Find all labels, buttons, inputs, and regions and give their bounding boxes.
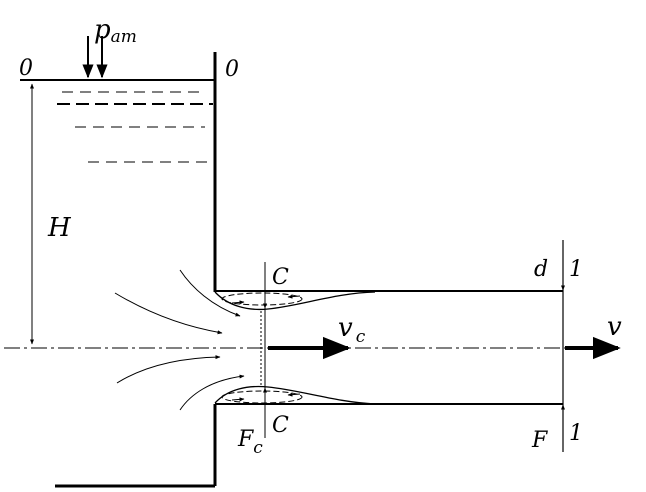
head-label: H xyxy=(47,213,72,243)
section-0-left-label: 0 xyxy=(19,56,33,81)
jet-boundary-lower xyxy=(214,385,376,405)
streamlines xyxy=(114,269,245,411)
section-c-bottom-label: C xyxy=(272,413,289,438)
area-c-label: Fc xyxy=(237,427,263,458)
area-label: F xyxy=(531,428,548,453)
vortex-lower xyxy=(221,390,303,404)
velocity-label: v xyxy=(607,312,622,342)
section-c-top-label: C xyxy=(272,265,289,290)
diameter-label: d xyxy=(534,257,548,282)
vortex-upper xyxy=(221,292,303,306)
section-0-right-label: 0 xyxy=(225,57,239,82)
section-1-top-label: 1 xyxy=(569,257,583,282)
liquid-level-dashes xyxy=(57,91,213,163)
pressure-label: pат xyxy=(94,15,137,47)
section-1-bottom-label: 1 xyxy=(569,421,583,446)
jet-boundary-upper xyxy=(214,291,376,311)
